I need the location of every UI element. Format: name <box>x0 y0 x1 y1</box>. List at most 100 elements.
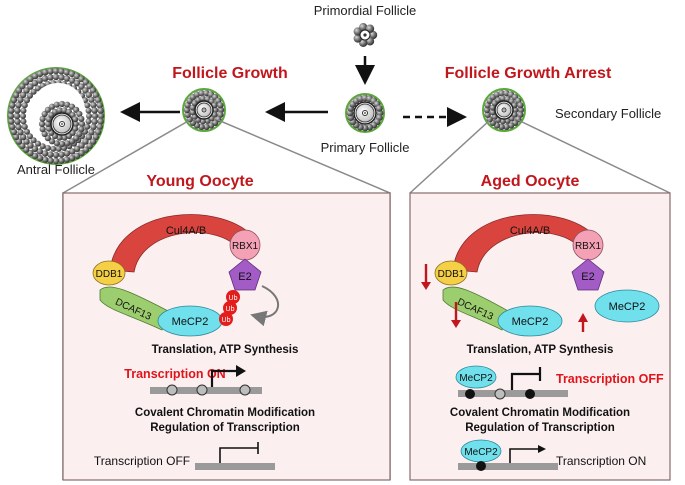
granulosa-cell <box>199 118 206 125</box>
tss-arrow <box>509 448 538 463</box>
granulosa-cell <box>27 75 34 83</box>
methylation-site-unmethylated <box>196 384 208 396</box>
granulosa-cell <box>63 156 70 163</box>
granulosa-cell <box>82 138 89 145</box>
granulosa-cell <box>36 154 44 162</box>
young-regulation-label: Regulation of Transcription <box>150 422 300 434</box>
methylation-site-unmethylated <box>239 384 251 396</box>
granulosa-cell <box>7 112 15 120</box>
granulosa-cell <box>53 140 60 147</box>
ubiquitination-arrow <box>250 285 280 327</box>
ub-label: Ub <box>222 317 231 324</box>
granulosa-cell <box>503 123 510 131</box>
granulosa-cell <box>217 102 224 109</box>
granulosa-cell <box>39 143 46 150</box>
granulosa-cell <box>96 123 103 130</box>
granulosa-cell <box>63 150 71 157</box>
granulosa-cell <box>42 69 49 76</box>
granulosa-cell <box>15 138 23 145</box>
granulosa-cell <box>97 107 104 114</box>
granulosa-cell <box>38 120 46 128</box>
granulosa-cell <box>89 87 97 94</box>
granulosa-cell <box>52 73 60 81</box>
granulosa-cell <box>78 149 85 157</box>
secondary-follicle-label: Secondary Follicle <box>555 106 661 121</box>
secondary-follicle-icon <box>482 88 526 132</box>
granulosa-cell <box>85 118 92 125</box>
granulosa-cell <box>484 111 491 118</box>
methylation-site-methylated <box>476 461 486 471</box>
aged-transcription-on: Transcription ON <box>556 454 646 468</box>
granulosa-cell <box>78 126 85 133</box>
granulosa-cell <box>31 79 39 87</box>
granulosa-cell <box>19 133 27 141</box>
granulosa-cell <box>78 115 85 122</box>
granulosa-cell <box>23 128 30 135</box>
antral-follicle-icon <box>7 67 105 165</box>
granulosa-cell <box>8 107 15 114</box>
mecp2-ellipse <box>497 305 563 337</box>
granulosa-cell <box>499 95 506 102</box>
granulosa-cell <box>52 151 60 159</box>
granulosa-cell <box>12 91 20 99</box>
methylation-site-unmethylated <box>494 388 506 400</box>
ub-circle <box>223 301 237 315</box>
granulosa-cell <box>31 72 39 80</box>
granulosa-cell <box>517 102 524 109</box>
granulosa-cell <box>512 107 519 113</box>
ddb1-ellipse <box>92 260 126 286</box>
granulosa-cell <box>97 118 104 125</box>
granulosa-cell <box>183 106 191 114</box>
granulosa-cell <box>10 128 18 136</box>
granulosa-cell <box>58 68 65 75</box>
granulosa-cell <box>68 70 76 78</box>
granulosa-cell <box>86 113 92 119</box>
young-oocyte-panel: Young Oocyte Cul4A/B RBX1 E2 DDB1 DCAF13… <box>62 173 391 481</box>
granulosa-cell <box>50 145 57 152</box>
granulosa-cell <box>73 72 81 80</box>
granulosa-cell <box>58 157 65 164</box>
granulosa-cell <box>84 123 91 130</box>
granulosa-cell <box>19 91 27 99</box>
free-mecp2-label: MeCP2 <box>609 301 646 313</box>
granulosa-cell <box>66 133 72 140</box>
granulosa-cell <box>92 91 100 99</box>
granulosa-cell <box>8 118 15 125</box>
rbx1-label: RBX1 <box>232 241 259 252</box>
granulosa-cell <box>55 145 62 152</box>
granulosa-cell <box>44 144 51 151</box>
granulosa-cell <box>14 118 21 125</box>
methylation-site-methylated <box>525 389 535 399</box>
granulosa-cell <box>58 151 65 158</box>
granulosa-cell <box>42 156 49 163</box>
granulosa-cell <box>69 148 76 155</box>
granulosa-cell <box>45 125 52 132</box>
granulosa-cell <box>498 89 505 97</box>
free-mecp2-ellipse <box>594 289 660 323</box>
granulosa-cell <box>36 70 44 78</box>
granulosa-cell <box>23 138 30 145</box>
granulosa-cell <box>20 113 26 119</box>
aged-oocyte-panel: Aged Oocyte Cul4A/B RBX1 E2 DDB1 DCAF13 … <box>409 173 671 481</box>
granulosa-cell <box>96 102 103 109</box>
granulosa-cell <box>36 148 43 155</box>
young-translation-label: Translation, ATP Synthesis <box>152 344 299 356</box>
aged-dna-bar-2 <box>458 463 558 470</box>
granulosa-cell <box>34 85 41 92</box>
granulosa-cell <box>21 102 28 109</box>
tss-arrowhead <box>538 445 546 453</box>
aged-covalent-label: Covalent Chromatin Modification <box>450 407 630 419</box>
granulosa-cell <box>73 79 81 87</box>
granulosa-cell <box>76 110 83 118</box>
mecp2-bound-label: MeCP2 <box>464 447 498 458</box>
e2-pentagon <box>228 258 262 291</box>
granulosa-cell <box>78 142 85 149</box>
follicle-growth-heading: Follicle Growth <box>172 65 288 82</box>
granulosa-cell <box>9 123 16 130</box>
granulosa-cell <box>91 118 98 125</box>
ddb1-label: DDB1 <box>438 269 465 280</box>
antral-follicle-label: Antral Follicle <box>17 162 95 177</box>
young-dna-bar-2 <box>195 463 275 470</box>
aged-dna-bar-1 <box>458 390 568 397</box>
granulosa-cell <box>88 96 95 103</box>
